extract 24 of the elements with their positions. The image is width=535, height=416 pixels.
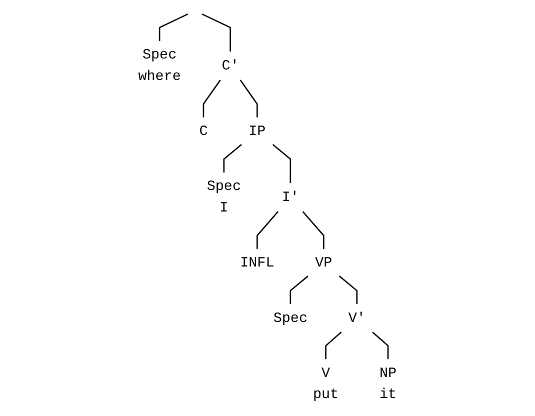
connector bbox=[339, 276, 358, 304]
connector bbox=[325, 332, 342, 360]
node-text: NP it bbox=[380, 365, 397, 403]
connector bbox=[290, 276, 309, 304]
connector bbox=[202, 80, 221, 118]
node-text: C' bbox=[222, 58, 239, 74]
node-text: V' bbox=[348, 310, 366, 326]
node-text: Spec I bbox=[206, 178, 242, 216]
connector bbox=[240, 80, 258, 118]
connector bbox=[223, 144, 242, 172]
node-text: I' bbox=[282, 189, 300, 206]
node-text: INFL bbox=[240, 255, 274, 272]
connector bbox=[256, 211, 279, 249]
connector bbox=[202, 13, 232, 52]
connector bbox=[159, 13, 188, 41]
node-text: VP bbox=[315, 255, 332, 272]
node-text: C bbox=[199, 124, 208, 140]
connector bbox=[302, 211, 324, 249]
node-text: V put bbox=[313, 365, 339, 403]
node-text: IP bbox=[248, 124, 266, 140]
connector bbox=[372, 332, 389, 360]
node-text: Spec where bbox=[138, 47, 182, 84]
node-text: Spec bbox=[273, 310, 308, 326]
connector bbox=[272, 144, 292, 184]
